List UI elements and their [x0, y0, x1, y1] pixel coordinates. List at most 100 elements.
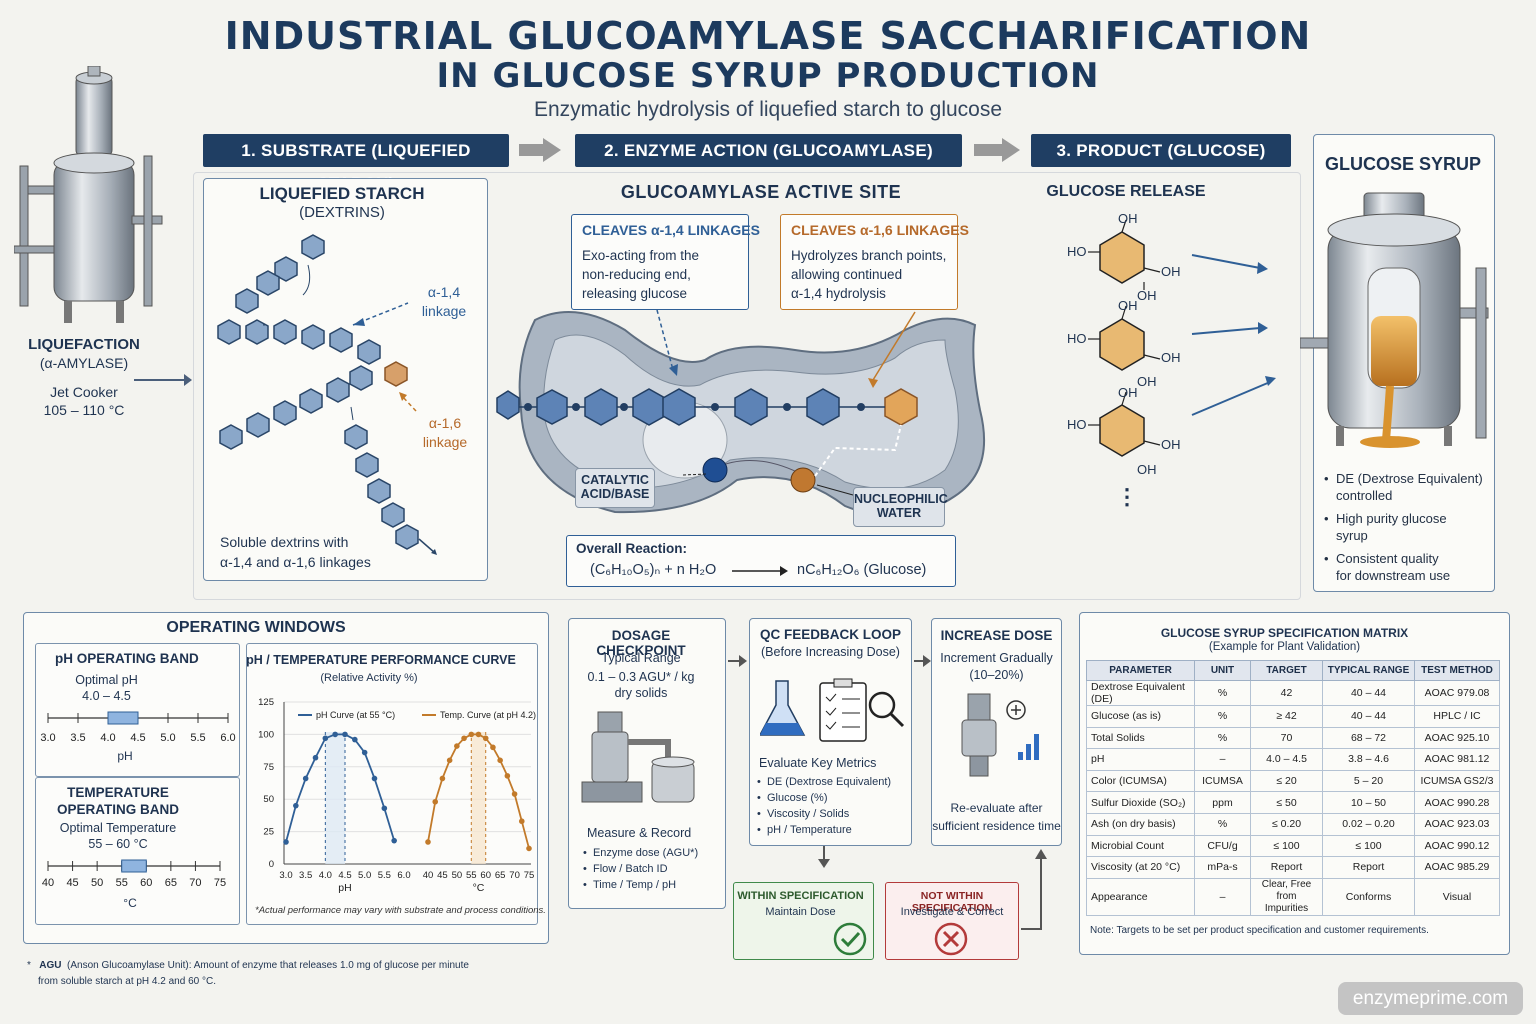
cleave-16-title: CLEAVES α-1,6 LINKAGES: [791, 222, 969, 238]
series-point-1: [468, 731, 475, 738]
temp-band-title: TEMPERATURE OPERATING BAND: [56, 785, 179, 817]
x-tick-label-temp: 60: [480, 870, 491, 881]
qc-to-increase-arrow: [914, 655, 931, 667]
increase-text2: (10–20%): [969, 668, 1024, 682]
spec-subtitle: (Example for Plant Validation): [1208, 641, 1361, 653]
agu-footnote-line2: from soluble starch at pH 4.2 and 60 °C.: [38, 976, 216, 987]
x-tick-label-temp: 45: [437, 870, 448, 881]
dosage-range-label: Typical Range: [601, 651, 681, 665]
series-point-0: [371, 775, 378, 782]
cleave-16-text: Hydrolyzes branch points,allowing contin…: [791, 248, 947, 301]
spec-cell: mPa-s: [1194, 856, 1251, 879]
spec-col-header: TYPICAL RANGE: [1322, 660, 1415, 681]
series-point-0: [361, 749, 368, 756]
series-line-0: [285, 733, 396, 843]
series-point-0: [342, 731, 348, 738]
increase-title: INCREASE DOSE: [940, 628, 1053, 643]
spec-col-header: TARGET: [1250, 660, 1323, 681]
active-site-title: GLUCOAMYLASE ACTIVE SITE: [620, 182, 902, 202]
spec-cell: –: [1194, 748, 1251, 771]
qc-subtitle: (Before Increasing Dose): [761, 645, 900, 659]
more-molecules-ellipsis: ⋮: [1116, 484, 1138, 509]
y-tick-label: 50: [263, 794, 274, 805]
dextrin-chain-diagram: [217, 234, 437, 555]
watermark: enzymeprime.com: [1338, 982, 1523, 1015]
cleave-14-box: [571, 214, 749, 310]
page-title-line2: IN GLUCOSE SYRUP PRODUCTION: [436, 56, 1100, 96]
spec-col-header: UNIT: [1194, 660, 1251, 681]
optimal-band: [121, 859, 147, 873]
oh-label: OH: [1137, 288, 1157, 303]
ph-axis-label: pH: [117, 749, 133, 763]
spec-cell: pH: [1086, 748, 1195, 771]
overall-reaction-box: [566, 535, 956, 587]
spec-cell: ICUMSA GS2/3: [1414, 769, 1500, 793]
spec-cell: AOAC 985.29: [1414, 856, 1500, 879]
chart-title: pH / TEMPERATURE PERFORMANCE CURVE: [246, 653, 516, 667]
ph-band-panel: [35, 643, 240, 777]
spec-cell: Viscosity (at 20 °C): [1086, 856, 1195, 879]
jet-cooker-illustration: [14, 66, 163, 323]
temp-optimal-shade: [471, 732, 486, 864]
enzyme-active-site-diagram: [496, 309, 986, 517]
spec-cell: HPLC / IC: [1414, 705, 1500, 728]
spec-cell: ≤ 0.20: [1250, 812, 1323, 836]
liquefaction-temperature: 105 – 110 °C: [43, 402, 125, 418]
x-tick-label-ph: 5.5: [378, 870, 391, 881]
ph-band-scale: [47, 711, 229, 725]
ph-optimal-shade: [325, 732, 345, 864]
step-arrow-1-head: [543, 138, 561, 162]
operating-windows-title: OPERATING WINDOWS: [166, 619, 346, 636]
x-tick-label-temp: 65: [495, 870, 506, 881]
liquefaction-equipment: Jet Cooker: [50, 384, 118, 400]
band-tick-label: 4.0: [100, 732, 116, 744]
spec-cell: 40 – 44: [1322, 680, 1415, 706]
series-point-0: [302, 775, 309, 782]
spec-cell: ≥ 42: [1250, 705, 1323, 728]
spec-cell: Microbial Count: [1086, 834, 1195, 858]
page-subtitle: Enzymatic hydrolysis of liquefied starch…: [533, 98, 1003, 121]
catalytic-acid-base-label: CATALYTIC ACID/BASE: [575, 468, 655, 508]
series-point-0: [332, 731, 338, 738]
x-tick-label-temp: 50: [452, 870, 463, 881]
performance-curve-panel: [246, 643, 538, 925]
band-tick-label: 55: [115, 877, 128, 889]
x-tick-label-temp: 75: [524, 870, 535, 881]
spec-table-wrapper: PARAMETER UNIT TARGET TYPICAL RANGE TEST…: [1086, 660, 1500, 916]
band-tick-label: 60: [140, 877, 153, 889]
band-tick-label: 3.0: [40, 732, 56, 744]
ph-band-title: pH OPERATING BAND: [55, 651, 199, 666]
x-tick-label-ph: 3.5: [299, 870, 312, 881]
series-point-0: [352, 736, 358, 743]
x-tick-label-ph: 5.0: [358, 870, 371, 881]
series-point-1: [432, 798, 439, 805]
band-tick-label: 5.0: [160, 732, 176, 744]
ho-label: HO: [1067, 244, 1087, 259]
series-point-1: [475, 731, 482, 738]
spec-cell: 3.8 – 4.6: [1322, 748, 1415, 771]
measure-list: • Enzyme dose (AGU*) • Flow / Batch ID •…: [583, 847, 699, 891]
oh-label: OH: [1137, 462, 1157, 477]
step-3-product: 3. PRODUCT (GLUCOSE): [1031, 134, 1291, 167]
nucleophilic-water-label: NUCLEOPHILIC WATER: [853, 487, 948, 527]
spec-cell: Total Solids: [1086, 726, 1195, 750]
x-tick-label-temp: 55: [466, 870, 477, 881]
dosage-range-unit: dry solids: [614, 686, 668, 700]
spec-col-header: PARAMETER: [1086, 660, 1195, 681]
glucose-syrup-title: GLUCOSE SYRUP: [1324, 154, 1482, 174]
step-2-enzyme: 2. ENZYME ACTION (GLUCOAMYLASE): [575, 134, 962, 167]
step-arrow-1: [519, 144, 543, 156]
spec-cell: AOAC 990.12: [1414, 834, 1500, 858]
band-tick-label: 3.5: [70, 732, 86, 744]
series-point-0: [293, 802, 299, 809]
temp-band-panel: [35, 777, 240, 925]
increase-text1: Increment Gradually: [940, 651, 1053, 665]
dosing-pump-illustration: [581, 711, 695, 803]
spec-table: PARAMETER UNIT TARGET TYPICAL RANGE TEST…: [1086, 660, 1500, 916]
